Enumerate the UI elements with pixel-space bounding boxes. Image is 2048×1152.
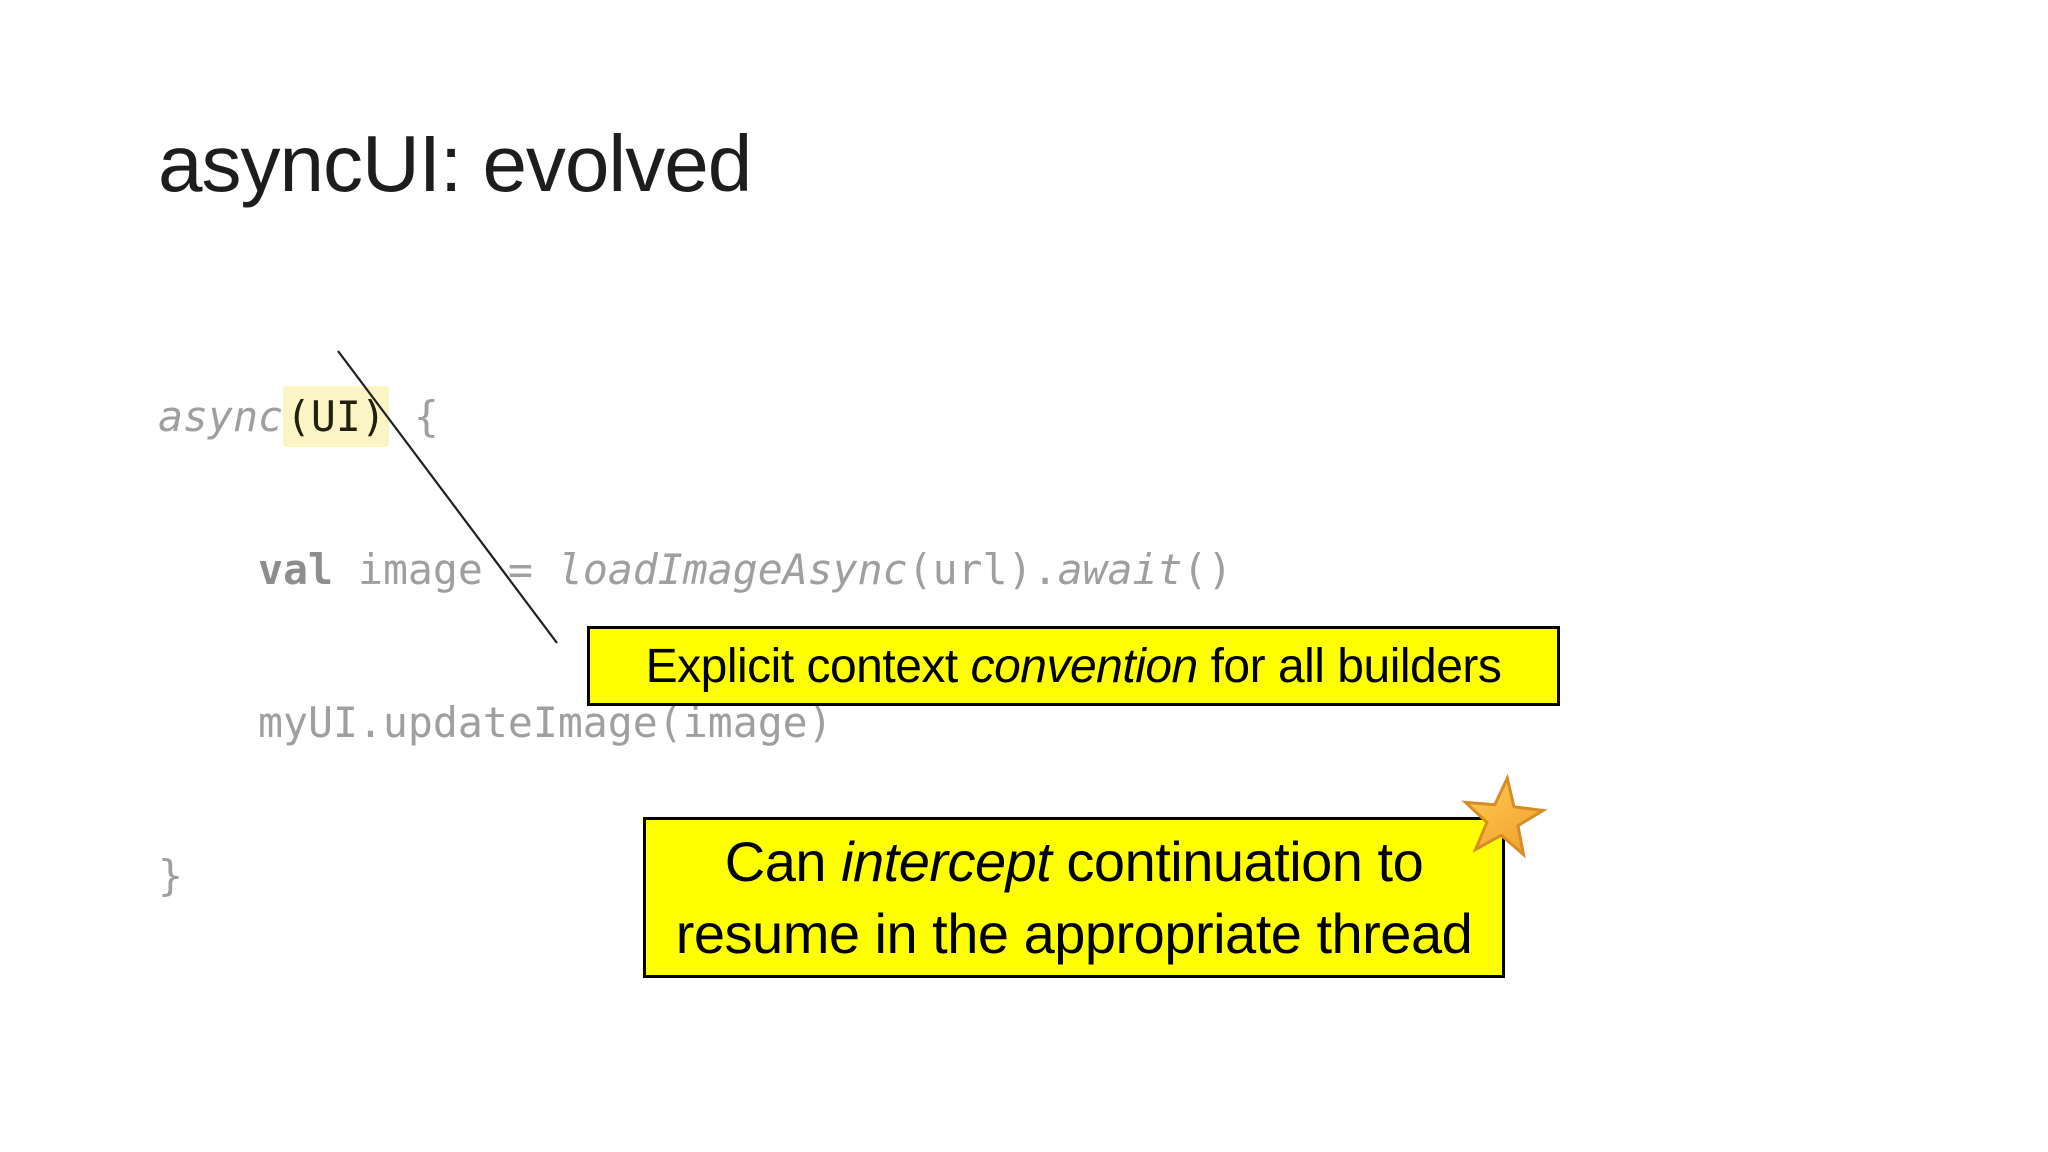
callout-convention-post: for all builders [1197,639,1502,693]
callout-intercept-continuation: Can intercept continuation to resume in … [643,817,1505,978]
page-title: asyncUI: evolved [158,119,752,208]
callout-convention-text: Explicit context convention for all buil… [646,639,1502,694]
code-token-image-assign: image = [332,545,558,594]
code-token-open-brace: { [388,392,439,441]
code-token-async: async [158,392,283,441]
code-token-val: val [258,545,333,594]
code-line-4: } [158,851,183,900]
callout-convention-em: convention [970,639,1199,693]
code-token-url-args: (url). [907,545,1058,594]
callout-intercept-post: continuation to [1051,829,1424,893]
code-token-await: await [1057,545,1183,594]
callout-intercept-line-2: resume in the appropriate thread [675,901,1473,965]
code-line-3: myUI.updateImage(image) [258,698,833,747]
code-line-1: async(UI) { [158,386,1232,447]
callout-intercept-em: intercept [841,829,1052,893]
star-icon [1461,773,1548,859]
code-token-parens: () [1182,545,1233,594]
code-token-ui-context-highlight: (UI) [282,386,389,447]
code-token-loadimageasync: loadImageAsync [557,545,908,594]
callout-explicit-context: Explicit context convention for all buil… [587,626,1560,706]
callout-intercept-line-1: Can intercept continuation to [724,826,1424,898]
code-line-2: val image = loadImageAsync(url).await() [158,544,1232,595]
callout-intercept-pre: Can [724,829,842,893]
callout-convention-pre: Explicit context [645,639,971,693]
